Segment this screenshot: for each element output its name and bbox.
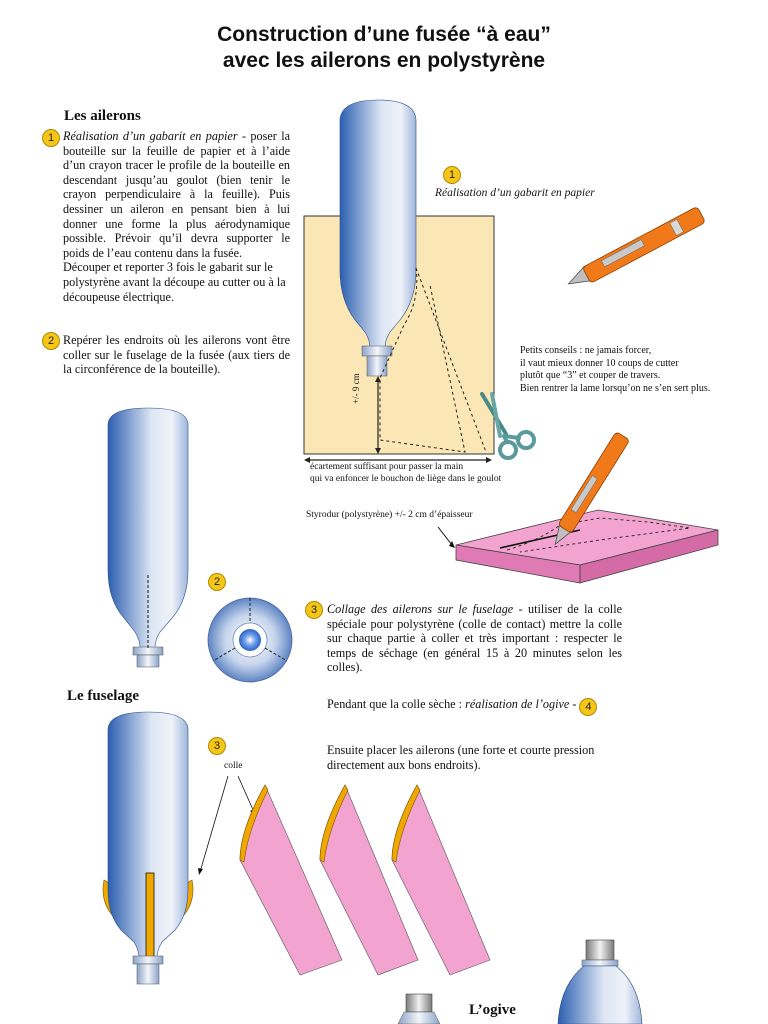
cutter-icon — [554, 432, 629, 546]
fuselage-badge: 3 — [208, 737, 226, 755]
step3-text-block: 3 Collage des ailerons sur le fuselage -… — [305, 601, 622, 675]
marking-bottle — [107, 407, 189, 668]
step1-text-2: Découper et reporter 3 fois le gabarit s… — [63, 260, 286, 304]
styrodur-label: Styrodur (polystyrène) +/- 2 cm d’épaiss… — [306, 510, 473, 520]
step2-badge: 2 — [42, 332, 60, 350]
step3-title: Collage des ailerons sur le fuselage — [327, 602, 514, 616]
ogive-bottle-small — [397, 993, 441, 1024]
bottle-top-view — [207, 597, 293, 683]
gap-caption-line-2: qui va enfoncer le bouchon de liège dans… — [310, 473, 502, 484]
page-title: Construction d’une fusée “à eau” avec le… — [0, 22, 768, 74]
tips-note: Petits conseils : ne jamais forcer, il v… — [520, 345, 760, 395]
title-line-1: Construction d’une fusée “à eau” — [217, 23, 551, 46]
tips-line-1: Petits conseils : ne jamais forcer, — [520, 345, 652, 356]
ogive-heading: L’ogive — [469, 1002, 516, 1018]
tips-line-4: Bien rentrer la lame lorsqu’on ne s’en s… — [520, 382, 711, 394]
paper-template-figure — [303, 99, 536, 463]
step2-text: Repérer les endroits où les ailerons von… — [63, 333, 290, 377]
colle-label: colle — [224, 761, 243, 771]
measure-label: +/- 9 cm — [351, 373, 361, 404]
figure1-caption: Réalisation d’un gabarit en papier — [435, 187, 595, 199]
step1-title: Réalisation d’un gabarit en papier — [63, 129, 238, 143]
ailerons-step2: 2 Repérer les endroits où les ailerons v… — [42, 332, 290, 377]
ogive-bottle-large — [557, 939, 643, 1024]
ailerons-step1: 1 Réalisation d’un gabarit en papier - p… — [42, 129, 290, 304]
fin-2 — [319, 784, 419, 976]
gap-caption: écartement suffisant pour passer la main… — [310, 462, 550, 485]
title-line-2: avec les ailerons en polystyrène — [222, 49, 546, 72]
scissors-icon — [480, 392, 536, 460]
styrodur-block — [437, 509, 719, 584]
step4-badge: 4 — [579, 698, 598, 716]
pendant-prefix: Pendant que la colle sèche : — [327, 697, 466, 711]
fin-1 — [239, 784, 343, 976]
bottle-on-paper — [339, 99, 417, 349]
tips-line-3: plutôt que “3” et couper de travers. — [520, 370, 661, 381]
step1-badge: 1 — [42, 129, 60, 147]
ailerons-heading: Les ailerons — [64, 108, 141, 124]
pendant-suffix: - — [569, 697, 580, 711]
template-outline — [379, 267, 466, 453]
figure2-badge: 2 — [208, 573, 226, 591]
step3-text: - utiliser de la colle spéciale pour pol… — [327, 602, 622, 675]
figure1-badge: 1 — [443, 166, 461, 184]
fin-3 — [391, 784, 491, 976]
fuselage-heading: Le fuselage — [67, 688, 140, 704]
glued-bottle — [102, 711, 255, 985]
gap-caption-line-1: écartement suffisant pour passer la main — [310, 462, 464, 472]
step3-badge: 3 — [305, 601, 323, 619]
pendant-italic: réalisation de l’ogive — [465, 697, 570, 711]
ensuite-text: Ensuite placer les ailerons (une forte e… — [327, 743, 595, 772]
tips-line-2: il vaut mieux donner 10 coups de cutter — [520, 357, 679, 369]
step1-text: - poser la bouteille sur la feuille de p… — [63, 129, 290, 260]
cutter-icon — [567, 207, 705, 285]
pendant-line: Pendant que la colle sèche : réalisation… — [327, 696, 627, 716]
